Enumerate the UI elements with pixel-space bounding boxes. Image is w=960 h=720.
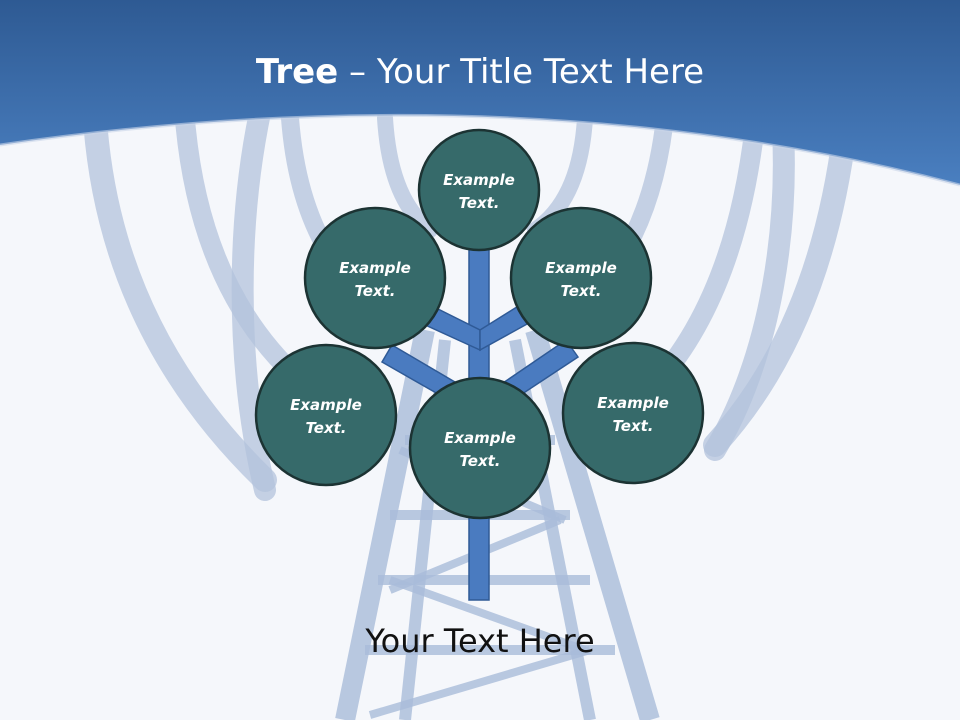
tree-node-upper-left: Example Text. xyxy=(303,206,447,350)
node-upper-right-line2: Text. xyxy=(560,282,601,300)
slide-title: Tree – Your Title Text Here xyxy=(0,52,960,92)
footer-text: Your Text Here xyxy=(365,622,595,660)
tree-node-lower-left: Example Text. xyxy=(254,343,398,487)
tree-node-top: Example Text. xyxy=(417,128,541,252)
title-rest: – Your Title Text Here xyxy=(338,52,705,92)
header-band xyxy=(0,0,960,185)
node-lower-left-line2: Text. xyxy=(305,419,346,437)
node-lower-right-line1: Example xyxy=(597,394,669,412)
node-center-line2: Text. xyxy=(459,452,500,470)
node-upper-left-line2: Text. xyxy=(354,282,395,300)
tree-node-upper-right: Example Text. xyxy=(509,206,653,350)
node-center-line1: Example xyxy=(444,429,516,447)
node-lower-left-line1: Example xyxy=(290,396,362,414)
node-lower-right-line2: Text. xyxy=(612,417,653,435)
node-top-line2: Text. xyxy=(458,194,499,212)
node-upper-right-line1: Example xyxy=(545,259,617,277)
node-upper-left-line1: Example xyxy=(339,259,411,277)
node-top-line1: Example xyxy=(443,171,515,189)
title-strong: Tree xyxy=(255,52,339,92)
tree-node-lower-right: Example Text. xyxy=(561,341,705,485)
tree-node-center: Example Text. xyxy=(408,376,552,520)
